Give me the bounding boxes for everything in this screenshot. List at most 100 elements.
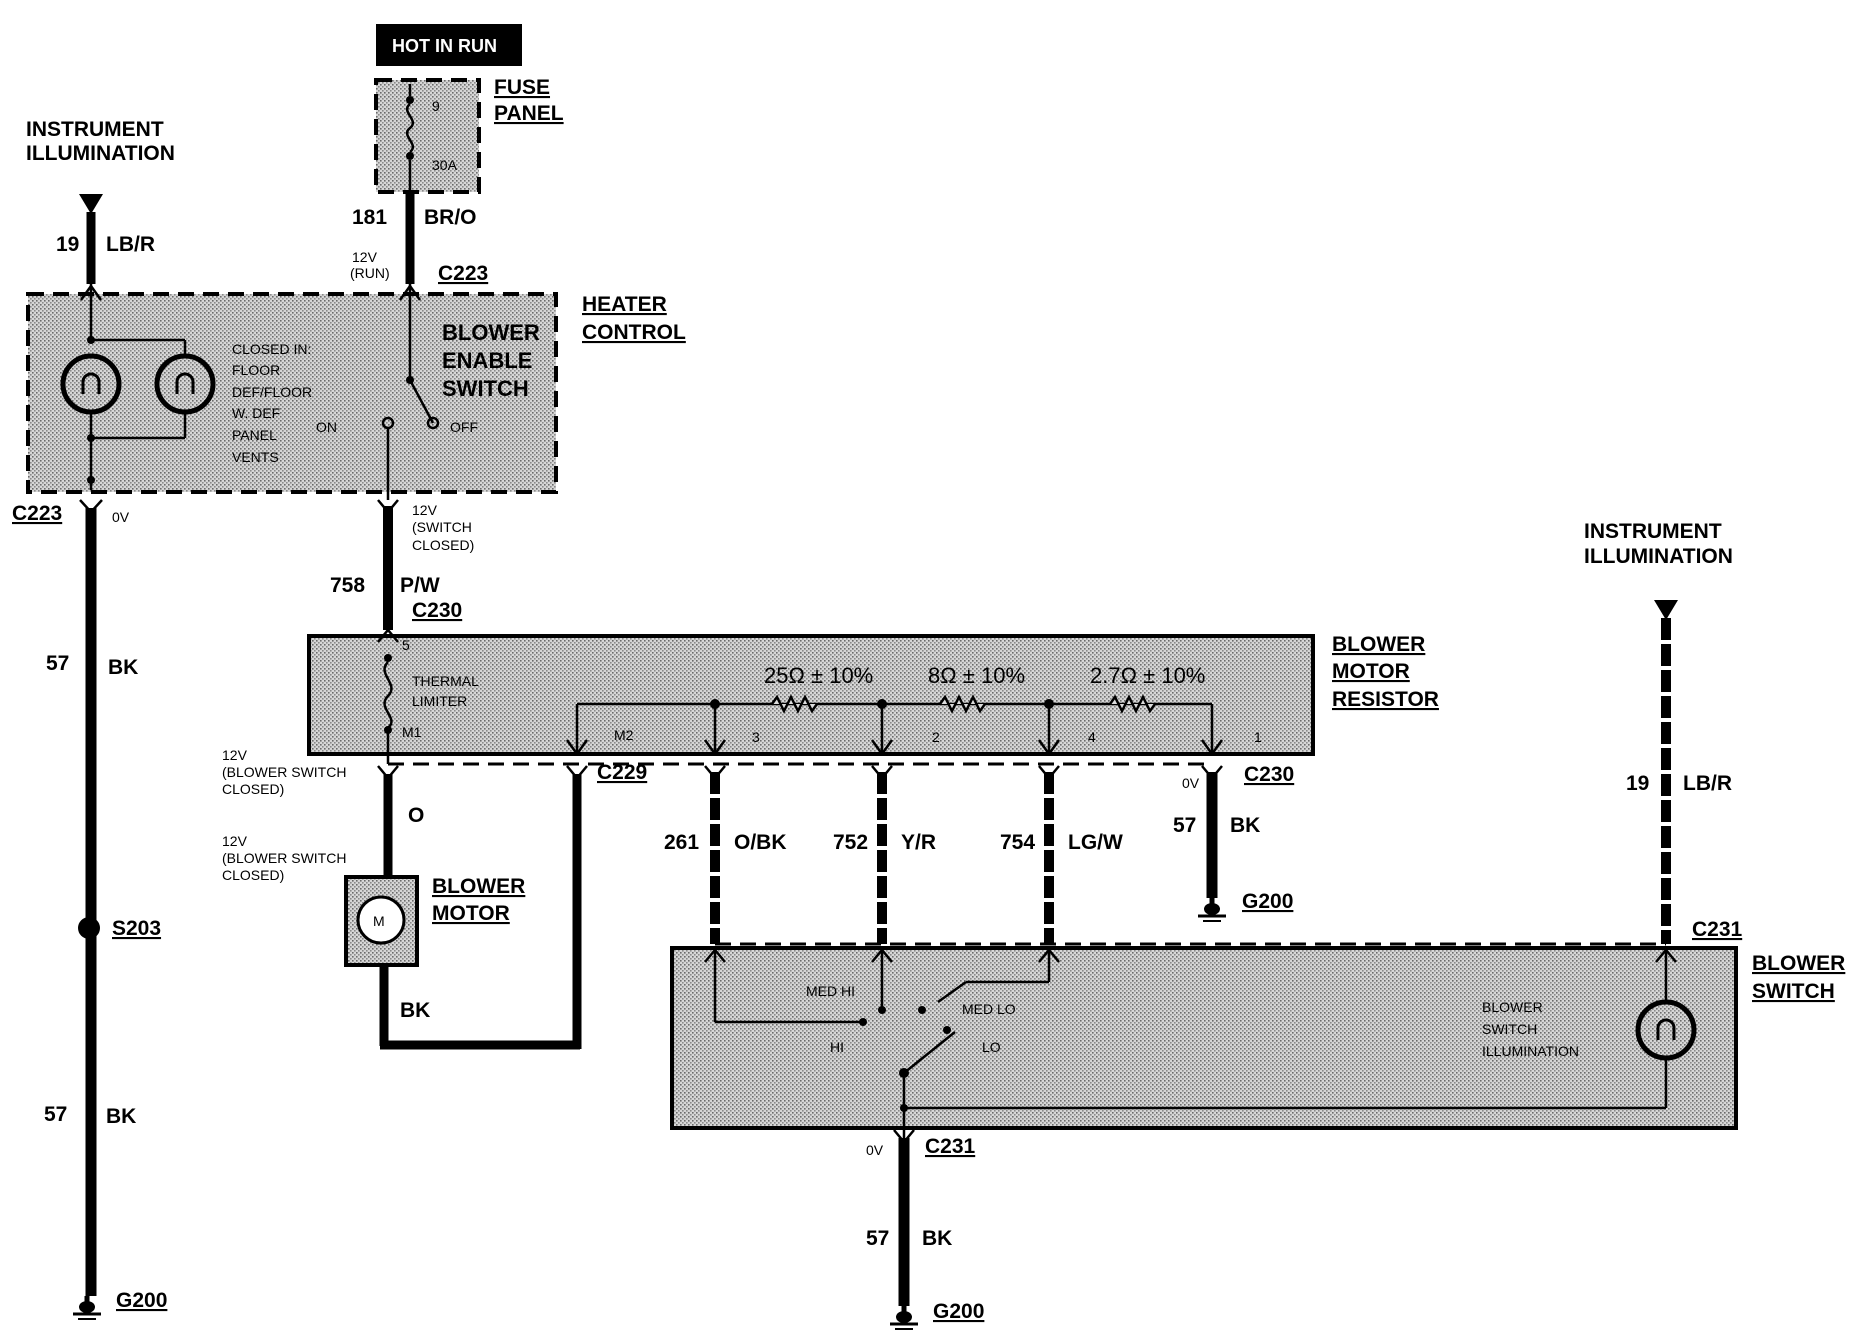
voltage-blower-2-line-3: CLOSED): [222, 867, 284, 883]
voltage-blower-2-line-2: (BLOWER SWITCH: [222, 850, 346, 866]
power-label: HOT IN RUN: [392, 36, 497, 56]
closed-in-5: PANEL: [232, 427, 277, 443]
blower-switch-box: [670, 946, 1738, 1130]
pin-1: 1: [1254, 729, 1262, 745]
ground-resistor-icon: [1198, 898, 1226, 921]
resistance-8: 8Ω ± 10%: [928, 663, 1025, 688]
pin-3: 3: [752, 729, 760, 745]
blower-switch-title-2: SWITCH: [1752, 980, 1835, 1003]
wire-181-color: BR/O: [424, 206, 477, 229]
right-instrument-label-1: INSTRUMENT: [1584, 520, 1722, 543]
wire-57-left-upper-circuit: 57: [46, 652, 69, 675]
wire-752-color: Y/R: [901, 831, 936, 854]
closed-in-2: FLOOR: [232, 362, 280, 378]
pin-m2: M2: [614, 727, 634, 743]
zero-volt-switch: 0V: [866, 1142, 884, 1158]
blower-enable-2: ENABLE: [442, 348, 532, 373]
wire-758-color: P/W: [400, 574, 440, 597]
pin-m1: M1: [402, 724, 422, 740]
switch-illum-2: SWITCH: [1482, 1021, 1537, 1037]
blower-enable-switch-blade: [408, 379, 435, 424]
thermal-limiter-1: THERMAL: [412, 673, 479, 689]
wire-19-right-circuit: 19: [1626, 772, 1649, 795]
ground-resistor-label: G200: [1242, 890, 1293, 913]
closed-in-1: CLOSED IN:: [232, 341, 311, 357]
resistor-8-symbol: [938, 694, 987, 714]
fuse-panel-title-1: FUSE: [494, 76, 550, 99]
ground-switch-icon: [890, 1306, 918, 1329]
power-label-box: [376, 24, 522, 66]
blower-switch-title-1: BLOWER: [1752, 952, 1845, 975]
thermal-limiter-2: LIMITER: [412, 693, 467, 709]
blower-enable-1: BLOWER: [442, 320, 540, 345]
left-instrument-label-1: INSTRUMENT: [26, 118, 164, 141]
voltage-blower-1-line-3: CLOSED): [222, 781, 284, 797]
blower-switch-blade: [903, 1031, 956, 1074]
voltage-blower-1-line-2: (BLOWER SWITCH: [222, 764, 346, 780]
c223-top-label: C223: [438, 262, 488, 285]
switch-closed-1: 12V: [412, 502, 438, 518]
switch-illum-1: BLOWER: [1482, 999, 1543, 1015]
right-instrument-label-2: ILLUMINATION: [1584, 545, 1733, 568]
wire-19-left-color: LB/R: [106, 233, 155, 256]
position-hi: HI: [830, 1039, 844, 1055]
zero-volt-resistor: 0V: [1182, 775, 1200, 791]
switch-closed-2: (SWITCH: [412, 519, 472, 535]
heater-control-title-1: HEATER: [582, 293, 667, 316]
resistor-title-2: MOTOR: [1332, 660, 1410, 683]
resistor-title-1: BLOWER: [1332, 633, 1425, 656]
closed-in-4: W. DEF: [232, 405, 280, 421]
blower-motor-title-2: MOTOR: [432, 902, 510, 925]
fuse-symbol: [405, 103, 415, 153]
resistor-title-3: RESISTOR: [1332, 688, 1439, 711]
wire-758-circuit: 758: [330, 574, 365, 597]
wire-754-circuit: 754: [1000, 831, 1035, 854]
resistance-25: 25Ω ± 10%: [764, 663, 873, 688]
resistor-27-symbol: [1108, 694, 1157, 714]
fuse-panel-box: [374, 78, 481, 194]
wire-261-circuit: 261: [664, 831, 699, 854]
blower-enable-3: SWITCH: [442, 376, 529, 401]
blower-motor-symbol: M: [373, 913, 385, 929]
switch-illum-3: ILLUMINATION: [1482, 1043, 1579, 1059]
blower-motor-title-1: BLOWER: [432, 875, 525, 898]
position-lo: LO: [982, 1039, 1001, 1055]
fuse-number: 9: [432, 98, 440, 114]
wire-261-color: O/BK: [734, 831, 787, 854]
c230-right-label: C230: [1244, 763, 1294, 786]
voltage-blower-2-line-1: 12V: [222, 833, 248, 849]
c223-left-label: C223: [12, 502, 62, 525]
fuse-rating: 30A: [432, 157, 458, 173]
blower-motor-icon: [356, 895, 406, 945]
closed-in-6: VENTS: [232, 449, 279, 465]
wire-181-circuit: 181: [352, 206, 387, 229]
closed-in-3: DEF/FLOOR: [232, 384, 312, 400]
wire-57-switch-circuit: 57: [866, 1227, 889, 1250]
c231-bottom-label: C231: [925, 1135, 976, 1158]
zero-volt-left: 0V: [112, 509, 130, 525]
c230-top-label: C230: [412, 599, 462, 622]
voltage-blower-1-line-1: 12V: [222, 747, 248, 763]
ground-left-label: G200: [116, 1289, 167, 1312]
left-instrument-label-2: ILLUMINATION: [26, 142, 175, 165]
switch-off-label: OFF: [450, 419, 478, 435]
wire-57-left-lower-color: BK: [106, 1105, 136, 1128]
run-voltage-1: 12V: [352, 249, 378, 265]
pin-4: 4: [1088, 729, 1096, 745]
pin-2: 2: [932, 729, 940, 745]
left-instrument-arrow: [79, 194, 103, 214]
wire-57-resistor-color: BK: [1230, 814, 1260, 837]
wire-57-switch-color: BK: [922, 1227, 952, 1250]
c231-right-label: C231: [1692, 918, 1743, 941]
position-med-lo: MED LO: [962, 1001, 1016, 1017]
wire-57-left-upper-color: BK: [108, 656, 138, 679]
resistance-27: 2.7Ω ± 10%: [1090, 663, 1205, 688]
wire-57-resistor-circuit: 57: [1173, 814, 1196, 837]
heater-control-title-2: CONTROL: [582, 321, 686, 344]
splice-s203: [78, 917, 100, 939]
ground-left-icon: [73, 1296, 101, 1319]
thermal-limiter-symbol: [383, 661, 393, 729]
resistor-25-symbol: [770, 694, 819, 714]
motor-wire-bk: BK: [400, 999, 430, 1022]
